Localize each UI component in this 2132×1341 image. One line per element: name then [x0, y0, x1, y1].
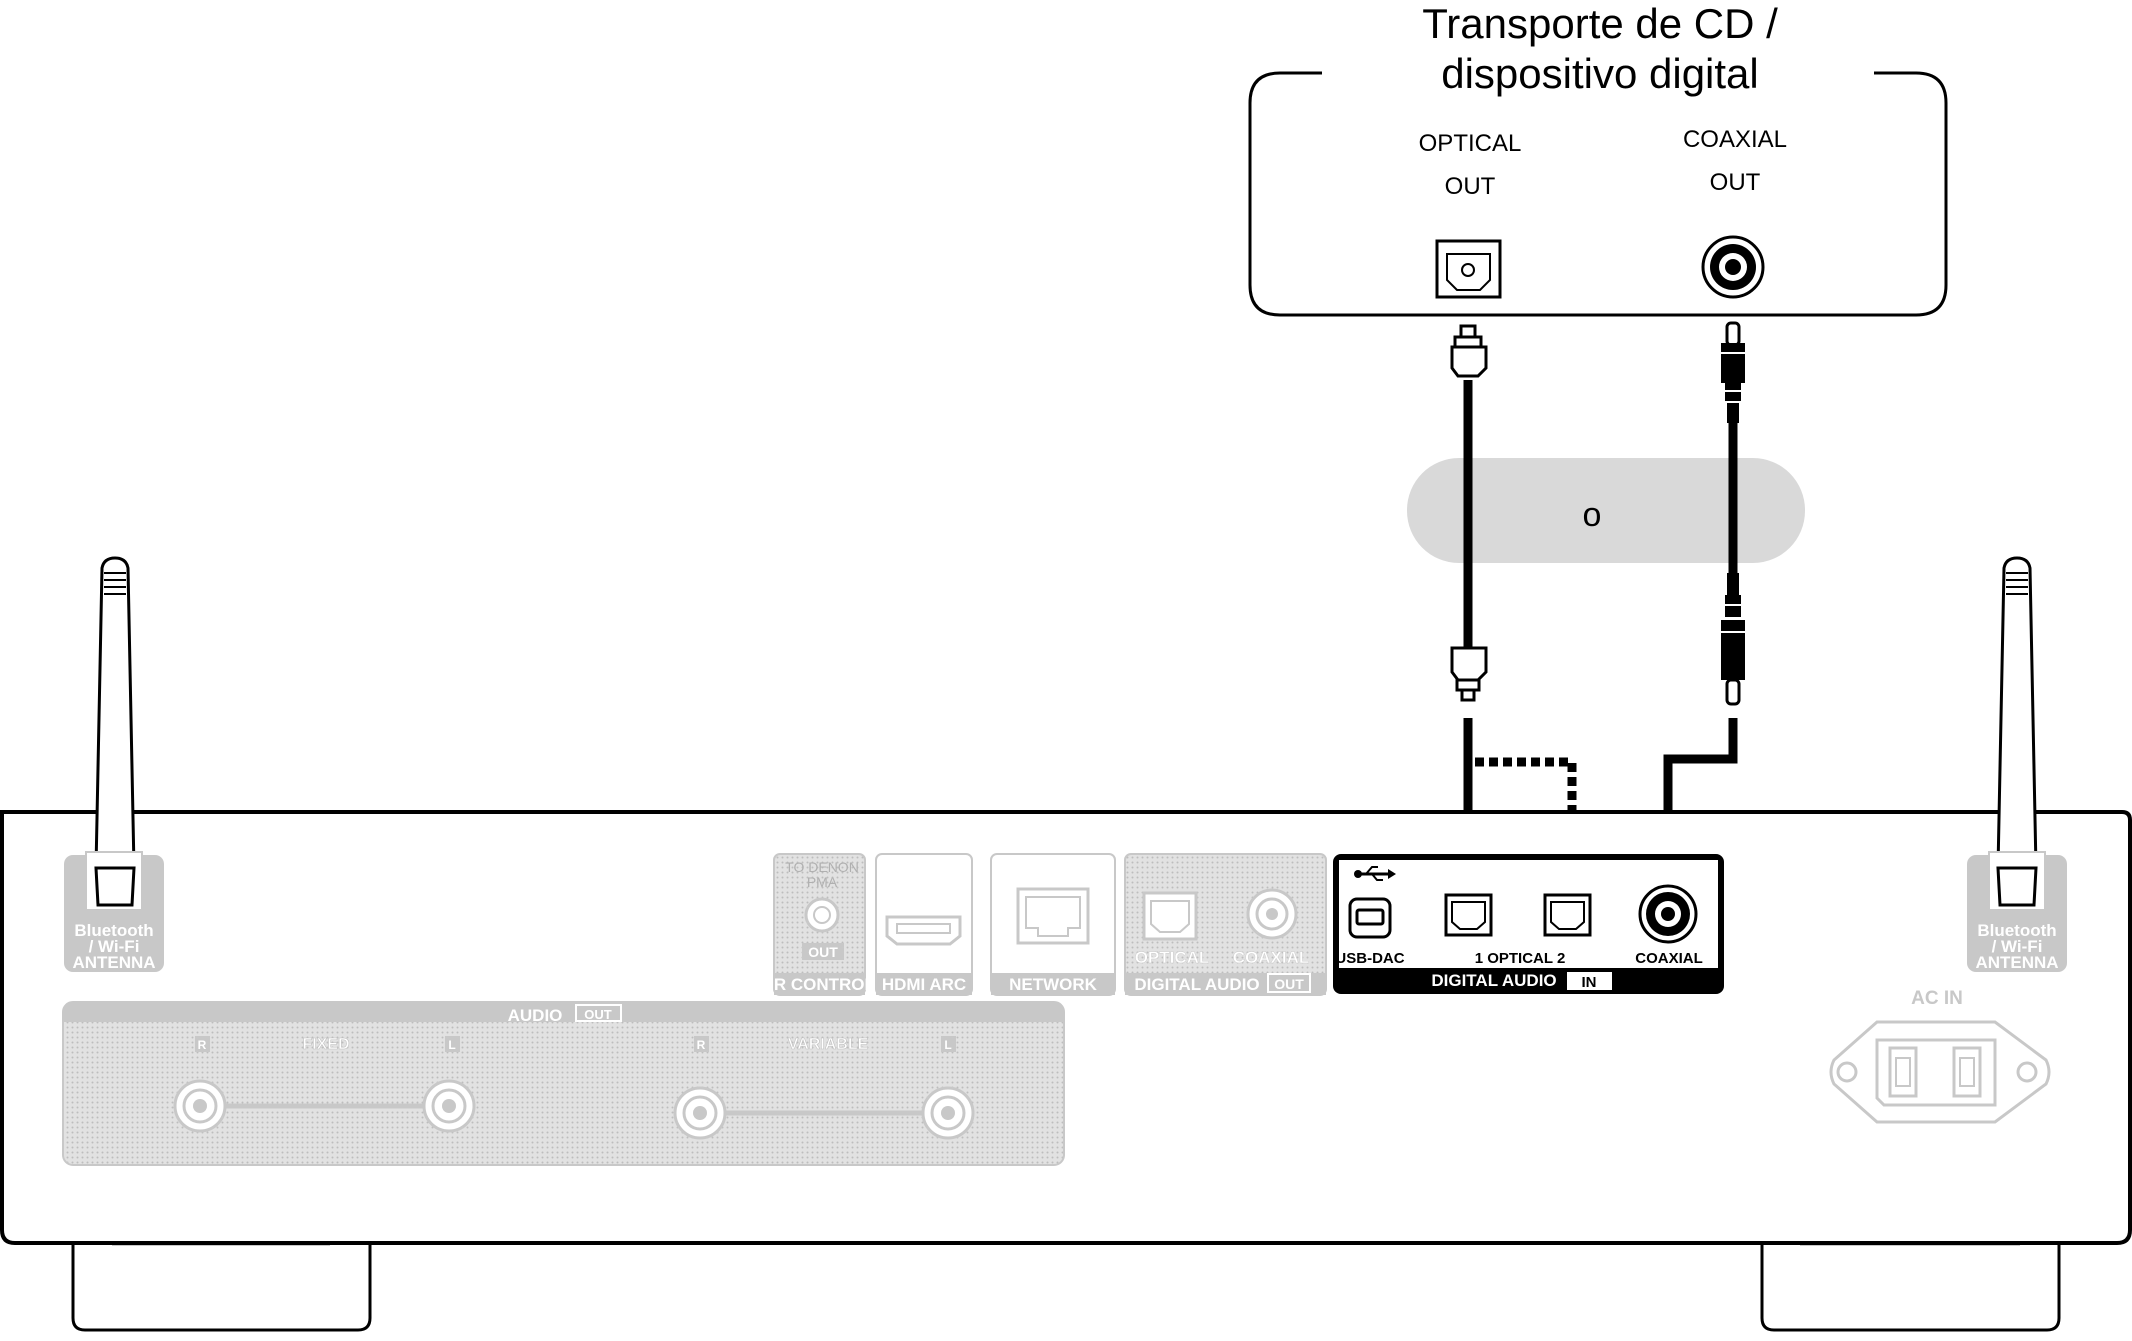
usb-icon	[1354, 866, 1396, 881]
ir-control-block: TO DENON PMA OUT IR CONTROL	[769, 853, 875, 996]
audio-out-label: AUDIO	[508, 1006, 563, 1025]
coaxial-in-port-icon	[1638, 884, 1698, 944]
optical-out-jack-icon	[1435, 239, 1502, 299]
usb-dac-label: USB-DAC	[1335, 950, 1404, 967]
source-device: Transporte de CD / dispositivo digital O…	[1248, 0, 1948, 317]
digital-out-optical-label: OPTICAL	[1135, 948, 1210, 967]
digital-in-badge: IN	[1582, 974, 1597, 991]
right-antenna-label-line3: ANTENNA	[1975, 953, 2058, 972]
ac-in-label: AC IN	[1911, 988, 1963, 1009]
variable-r-jack-icon	[673, 1086, 727, 1140]
left-antenna-label-line1: Bluetooth	[74, 921, 153, 940]
source-title-line1: Transporte de CD /	[1422, 0, 1778, 47]
network-port-icon	[1016, 887, 1090, 945]
fixed-l-jack-icon	[422, 1079, 476, 1133]
ir-control-out-badge: OUT	[808, 944, 838, 960]
digital-out-badge: OUT	[1274, 976, 1304, 992]
right-antenna-label-line1: Bluetooth	[1977, 921, 2056, 940]
source-title-line2: dispositivo digital	[1441, 50, 1759, 97]
optical-out-label-line1: OPTICAL	[1419, 130, 1522, 157]
digital-audio-in-block: USB-DAC 1 OPTICAL 2 COAXIAL DIGITAL AUDI…	[1333, 854, 1724, 994]
coaxial-out-label-line1: COAXIAL	[1683, 126, 1787, 153]
source-device-outline	[1248, 71, 1948, 317]
variable-r-label: R	[697, 1038, 706, 1052]
right-antenna: Bluetooth / Wi-Fi ANTENNA	[1967, 556, 2067, 972]
ir-control-label: IR CONTROL	[769, 975, 875, 994]
left-foot	[71, 1243, 372, 1332]
digital-out-label: DIGITAL AUDIO	[1134, 975, 1259, 994]
hdmi-arc-block: HDMI ARC	[875, 853, 973, 996]
right-antenna-label-line2: / Wi-Fi	[1992, 937, 2043, 956]
coaxial-in-label: COAXIAL	[1635, 950, 1703, 967]
variable-l-jack-icon	[921, 1086, 975, 1140]
fixed-l-label: L	[448, 1038, 455, 1052]
network-block: NETWORK	[990, 853, 1116, 996]
coaxial-out-label-line2: OUT	[1710, 169, 1761, 196]
optical-in-label: 1 OPTICAL 2	[1475, 950, 1566, 967]
digital-in-label: DIGITAL AUDIO	[1431, 971, 1556, 990]
choice-pill	[1407, 458, 1805, 563]
fixed-label: FIXED	[302, 1036, 349, 1053]
choice-label: o	[1583, 496, 1602, 534]
left-antenna-label-line2: / Wi-Fi	[89, 937, 140, 956]
digital-out-coaxial-label: COAXIAL	[1233, 948, 1310, 967]
amplifier-rear-panel: Bluetooth / Wi-Fi ANTENNA Bluetooth / Wi…	[0, 556, 2132, 1332]
right-foot	[1760, 1243, 2061, 1332]
optical-out-label-line2: OUT	[1445, 173, 1496, 200]
coaxial-out-jack-icon	[1701, 235, 1765, 299]
left-antenna-label-line3: ANTENNA	[72, 953, 155, 972]
digital-audio-out-block: OPTICAL COAXIAL DIGITAL AUDIO OUT	[1124, 853, 1327, 996]
network-label: NETWORK	[1009, 975, 1098, 994]
audio-out-block: AUDIO OUT FIXED VARIABLE R L R L	[62, 1001, 1065, 1166]
variable-l-label: L	[944, 1038, 951, 1052]
ac-in-block: AC IN	[1829, 988, 2051, 1124]
fixed-r-label: R	[198, 1038, 207, 1052]
hdmi-arc-label: HDMI ARC	[882, 975, 966, 994]
audio-out-badge: OUT	[584, 1007, 612, 1022]
ir-control-top-line1: TO DENON	[785, 859, 859, 875]
variable-label: VARIABLE	[788, 1036, 869, 1053]
ir-control-top-line2: PMA	[807, 874, 838, 890]
left-antenna: Bluetooth / Wi-Fi ANTENNA	[64, 556, 164, 972]
fixed-r-jack-icon	[173, 1079, 227, 1133]
ac-inlet-icon	[1829, 1020, 2051, 1124]
